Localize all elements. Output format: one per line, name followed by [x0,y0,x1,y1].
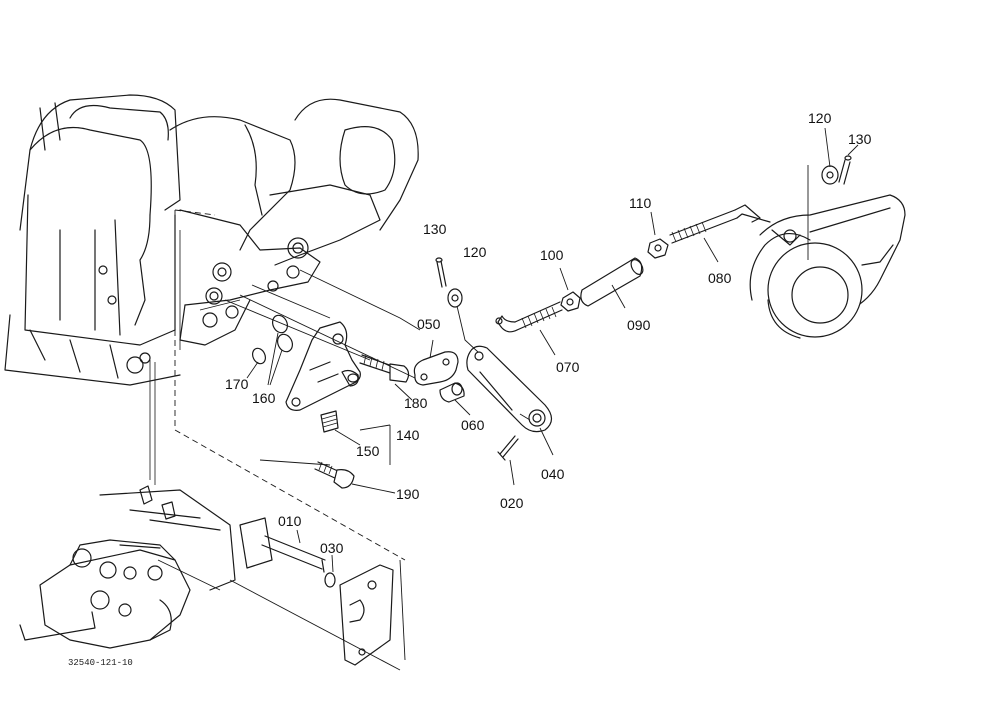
nut-110 [647,238,669,259]
washer-030 [324,572,336,588]
callout-170: 170 [225,376,249,392]
shaft-010 [239,517,326,573]
figure-reference: 32540-121-10 [68,658,133,668]
callout-130-left: 130 [423,221,447,237]
callout-120-right: 120 [808,110,832,126]
callout-100: 100 [540,247,564,263]
washer-120-left [447,288,463,308]
callout-020: 020 [500,495,524,511]
nut-100 [560,291,581,312]
lift-arm-assembly [749,165,906,339]
bolt-190 [314,461,355,489]
callout-150: 150 [356,443,380,459]
bolt-060 [439,382,465,403]
callout-labels: 010 020 030 040 050 060 070 080 090 100 … [68,110,872,668]
cotter-pin-130-left [435,257,447,288]
callout-080: 080 [708,270,732,286]
rod-070 [495,301,563,333]
callout-130-right: 130 [848,131,872,147]
lever-040 [466,345,553,433]
rod-080 [669,204,771,244]
o-rings-160-170 [251,314,293,365]
alignment-lines [157,209,421,671]
plate-050 [413,351,459,386]
callout-070: 070 [556,359,580,375]
cover-plate [339,564,394,666]
callout-060: 060 [461,417,485,433]
callout-110: 110 [629,195,652,211]
bracket-140 [285,321,361,411]
pin-020 [497,435,519,461]
callout-160: 160 [252,390,276,406]
callout-leaders [246,127,859,573]
control-valve [19,360,236,649]
cotter-pin-130-right [838,155,852,185]
callout-180: 180 [404,395,428,411]
plug-150 [320,410,339,433]
callout-140: 140 [396,427,420,443]
callout-010: 010 [278,513,302,529]
callout-190: 190 [396,486,420,502]
callout-050: 050 [417,316,441,332]
sleeve-090 [580,257,644,307]
callout-040: 040 [541,466,565,482]
transmission-housing [4,94,419,386]
callout-120-left: 120 [463,244,487,260]
washer-120-right [821,165,839,185]
callout-090: 090 [627,317,651,333]
callout-030: 030 [320,540,344,556]
